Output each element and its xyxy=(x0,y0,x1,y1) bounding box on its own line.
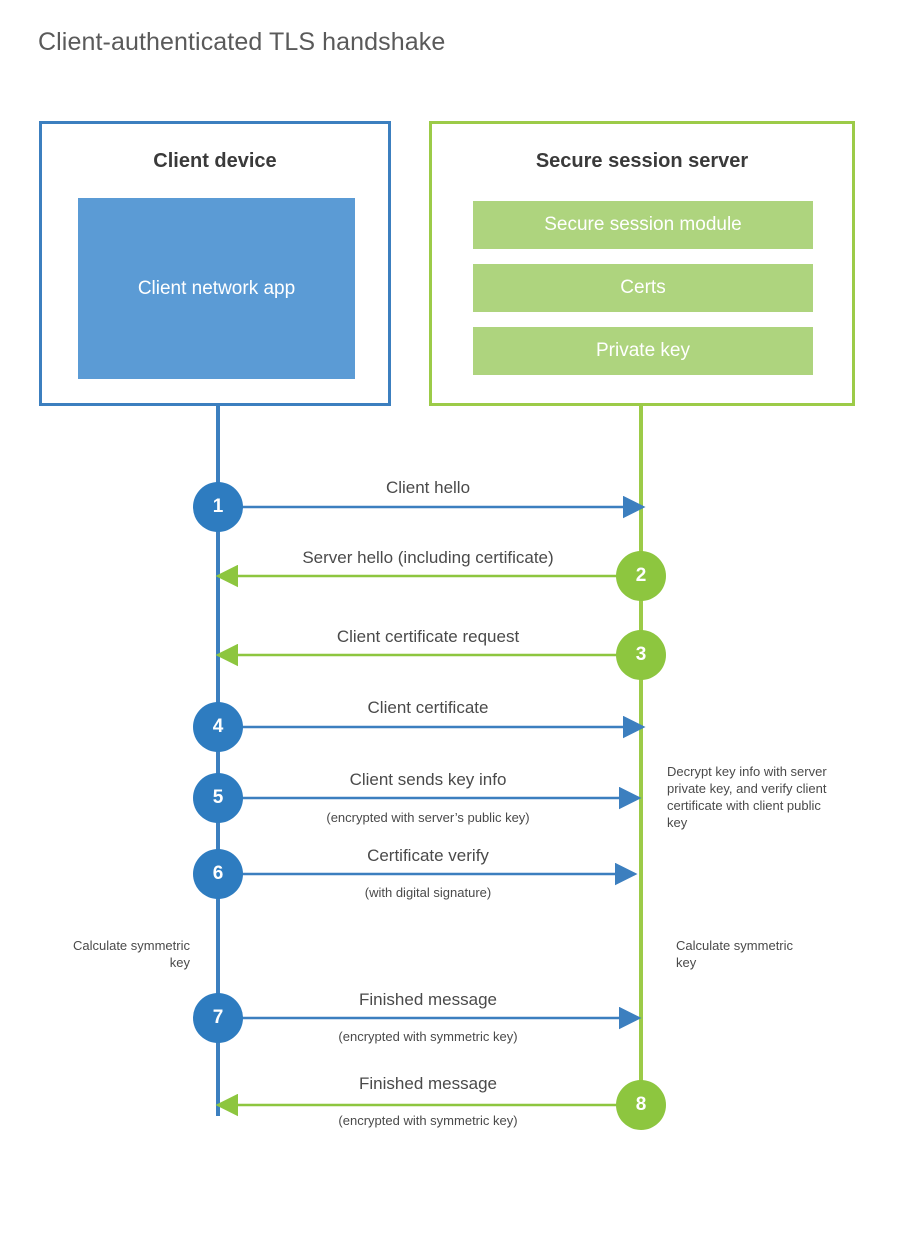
step-circle-5[interactable]: 5 xyxy=(193,773,243,823)
message-label-7: Finished message xyxy=(359,990,497,1009)
server-component-private-key: Private key xyxy=(473,327,813,375)
page-title: Client-authenticated TLS handshake xyxy=(38,28,446,56)
client-lifeline xyxy=(216,404,220,1116)
step-circle-1[interactable]: 1 xyxy=(193,482,243,532)
secure-session-server-title: Secure session server xyxy=(535,150,749,172)
step-circle-2[interactable]: 2 xyxy=(616,551,666,601)
step-circle-6[interactable]: 6 xyxy=(193,849,243,899)
message-label-5: Client sends key info xyxy=(349,770,507,789)
message-sublabel-6: (with digital signature) xyxy=(364,885,492,900)
annotation-client-calculate-symmetric-key: Calculate symmetric key xyxy=(72,938,190,970)
client-device-title: Client device xyxy=(153,150,277,172)
message-sublabel-8: (encrypted with symmetric key) xyxy=(338,1113,518,1128)
annotation-server-decrypt: Decrypt key info with server private key… xyxy=(667,764,827,830)
server-lifeline xyxy=(639,404,643,1116)
client-device-box: Client device Client network app xyxy=(39,121,391,406)
secure-session-server-box: Secure session server Secure session mod… xyxy=(429,121,855,406)
server-component-certs: Certs xyxy=(473,264,813,312)
message-label-8: Finished message xyxy=(359,1074,497,1093)
message-sublabel-5: (encrypted with server’s public key) xyxy=(326,810,530,825)
message-label-1: Client hello xyxy=(385,478,471,497)
message-sublabel-7: (encrypted with symmetric key) xyxy=(338,1029,518,1044)
step-circle-8[interactable]: 8 xyxy=(616,1080,666,1130)
server-component-secure-session-module: Secure session module xyxy=(473,201,813,249)
client-network-app-box: Client network app xyxy=(78,198,355,379)
annotation-server-calculate-symmetric-key: Calculate symmetric key xyxy=(676,938,794,970)
step-circle-3[interactable]: 3 xyxy=(616,630,666,680)
message-label-6: Certificate verify xyxy=(367,846,489,865)
message-label-4: Client certificate xyxy=(367,698,489,717)
message-label-2: Server hello (including certificate) xyxy=(302,548,554,567)
step-circle-4[interactable]: 4 xyxy=(193,702,243,752)
step-circle-7[interactable]: 7 xyxy=(193,993,243,1043)
message-label-3: Client certificate request xyxy=(336,627,520,646)
